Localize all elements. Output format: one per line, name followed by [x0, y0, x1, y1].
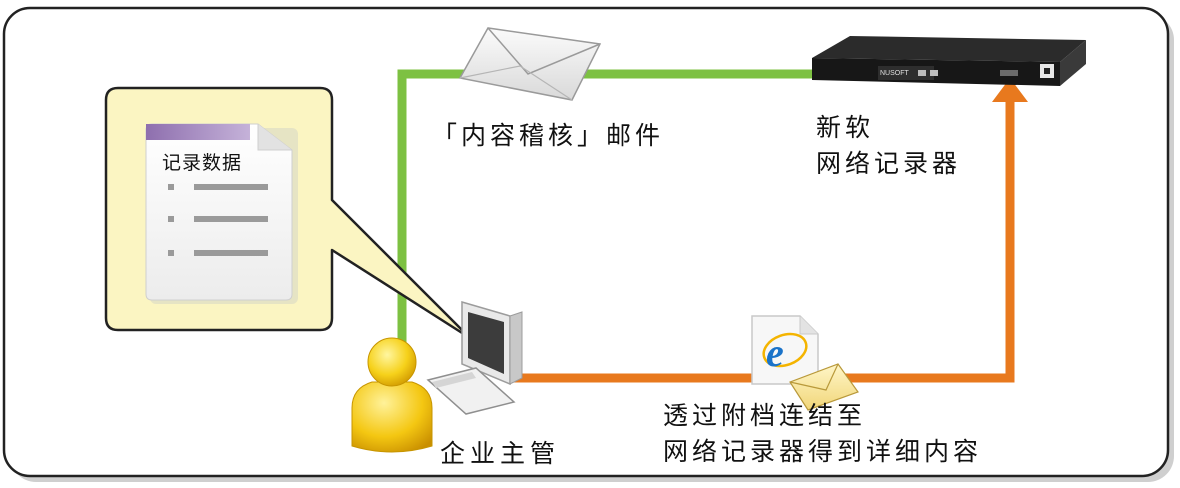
ie-document-icon: e [751, 315, 819, 385]
manager-label: 企业主管 [440, 439, 561, 468]
attachment-label: 透过附档连结至 网络记录器得到详细内容 [663, 398, 982, 470]
logger-label-line2: 网络记录器 [816, 149, 962, 178]
document-icon [145, 123, 298, 304]
bullet-1 [168, 184, 174, 190]
bullet-3 [168, 250, 174, 256]
user-icon [351, 337, 433, 453]
server-device-icon: NUSOFT [812, 36, 1086, 86]
svg-text:e: e [766, 330, 784, 375]
mail-label: 「内容稽核」邮件 [432, 121, 665, 150]
yellow-envelope-icon [789, 363, 859, 411]
arrow-up-icon [992, 78, 1028, 102]
logger-label: 新软 网络记录器 [816, 110, 961, 182]
envelope-icon [458, 27, 602, 101]
computer-icon [426, 301, 523, 415]
line-3 [194, 250, 268, 256]
document-title: 记录数据 [162, 152, 243, 174]
bullet-2 [168, 216, 174, 222]
orange-link-path [508, 96, 1015, 383]
attachment-label-line1: 透过附档连结至 [663, 401, 867, 430]
logger-label-line1: 新软 [816, 113, 875, 142]
line-1 [194, 184, 268, 190]
attachment-label-line2: 网络记录器得到详细内容 [663, 437, 983, 466]
line-2 [194, 216, 268, 222]
device-brand-text: NUSOFT [880, 70, 910, 77]
